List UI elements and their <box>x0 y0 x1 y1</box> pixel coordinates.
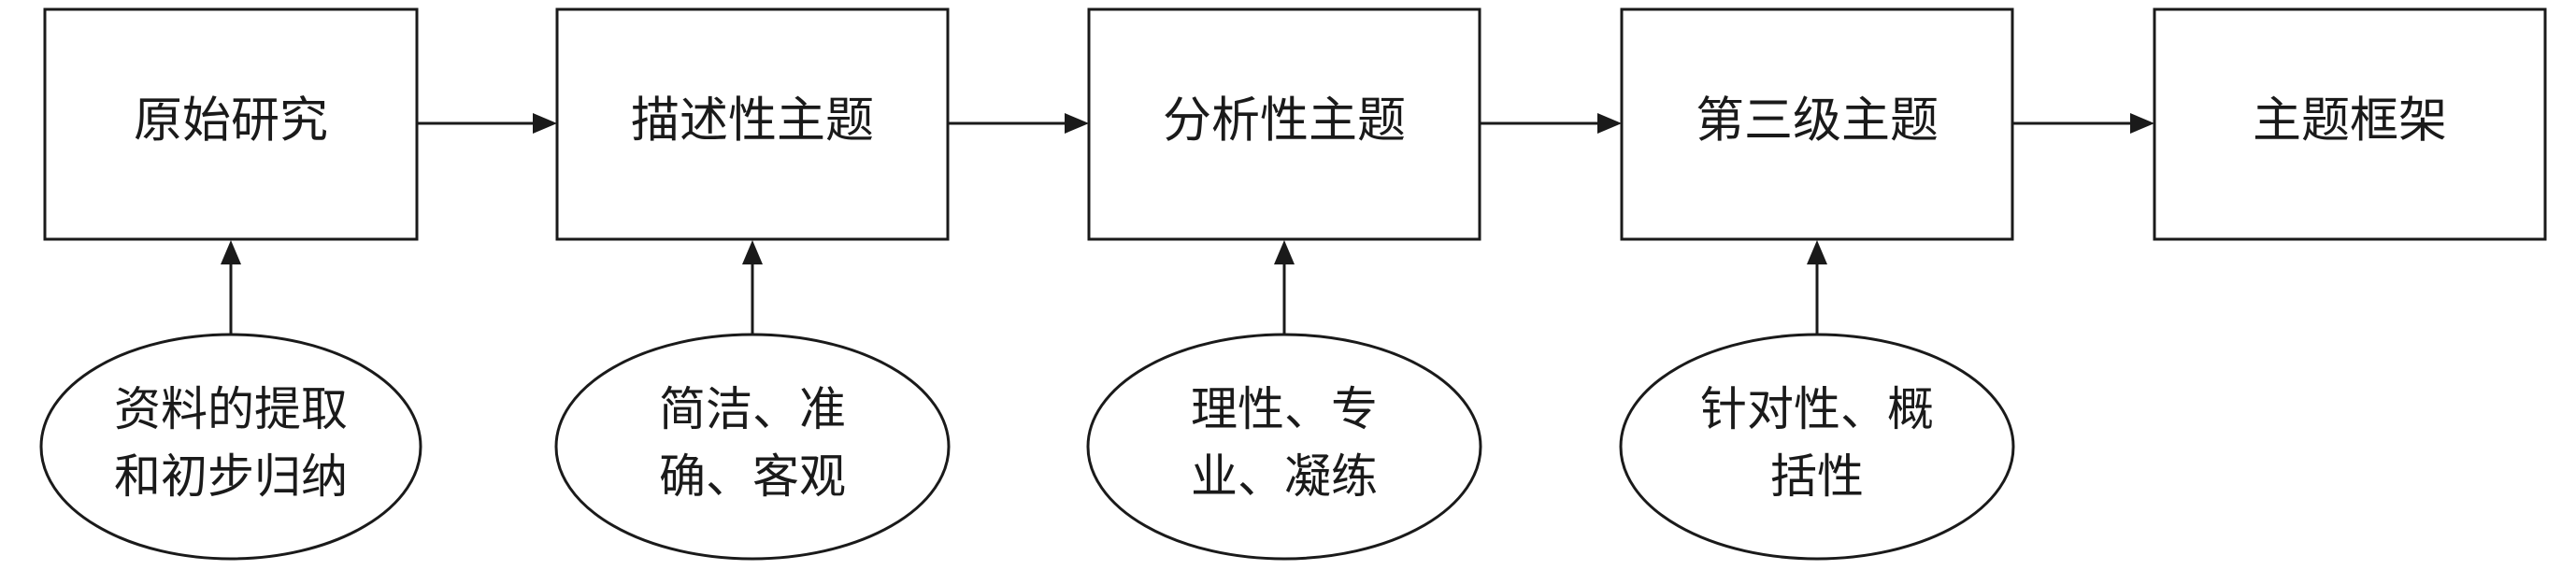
criteria-line-1: 理性、专 <box>1191 382 1378 436</box>
stage-node-descriptive-themes: 描述性主题 <box>555 7 950 241</box>
criteria-line-1: 资料的提取 <box>114 382 348 436</box>
stage-box <box>2153 7 2547 241</box>
criteria-line-2: 确、客观 <box>659 449 846 504</box>
criteria-ellipse <box>39 333 422 561</box>
flow-arrow-3 <box>1480 113 1622 134</box>
arrow-head <box>221 240 241 264</box>
criteria-node-targeted: 针对性、概 括性 <box>1619 333 2015 561</box>
arrow-head <box>1807 240 1827 264</box>
criteria-ellipse <box>1086 333 1482 561</box>
stage-box <box>1087 7 1481 241</box>
stage-box <box>43 7 419 241</box>
arrow-head <box>1274 240 1295 264</box>
criteria-line-1: 简洁、准 <box>659 382 846 436</box>
stage-label: 第三级主题 <box>1696 93 1939 150</box>
stage-node-original-research: 原始研究 <box>43 7 419 241</box>
criteria-line-2: 和初步归纳 <box>114 449 348 504</box>
arrow-head <box>2130 113 2154 134</box>
criteria-ellipse <box>554 333 951 561</box>
stage-label: 描述性主题 <box>631 93 874 150</box>
criteria-arrow-2 <box>742 240 763 335</box>
criteria-line-1: 针对性、概 <box>1700 382 1934 436</box>
flow-arrow-1 <box>417 113 557 134</box>
stage-node-thematic-framework: 主题框架 <box>2153 7 2547 241</box>
arrow-head <box>742 240 763 264</box>
stage-box <box>1620 7 2014 241</box>
stage-label: 原始研究 <box>134 93 328 150</box>
criteria-ellipse <box>1619 333 2015 561</box>
criteria-node-concise: 简洁、准 确、客观 <box>554 333 951 561</box>
arrow-head <box>1065 113 1089 134</box>
stage-box <box>555 7 950 241</box>
flow-arrow-4 <box>2012 113 2154 134</box>
arrow-head <box>1597 113 1622 134</box>
stage-label: 主题框架 <box>2253 93 2447 150</box>
flow-arrow-2 <box>948 113 1089 134</box>
criteria-arrow-1 <box>221 240 241 335</box>
criteria-arrow-4 <box>1807 240 1827 335</box>
criteria-line-2: 业、凝练 <box>1191 449 1378 504</box>
criteria-line-2: 括性 <box>1770 449 1864 504</box>
stage-label: 分析性主题 <box>1163 93 1406 150</box>
stage-node-analytical-themes: 分析性主题 <box>1087 7 1481 241</box>
arrow-head <box>533 113 557 134</box>
criteria-node-extraction: 资料的提取 和初步归纳 <box>39 333 422 561</box>
criteria-node-rational: 理性、专 业、凝练 <box>1086 333 1482 561</box>
stage-node-third-order-themes: 第三级主题 <box>1620 7 2014 241</box>
criteria-arrow-3 <box>1274 240 1295 335</box>
